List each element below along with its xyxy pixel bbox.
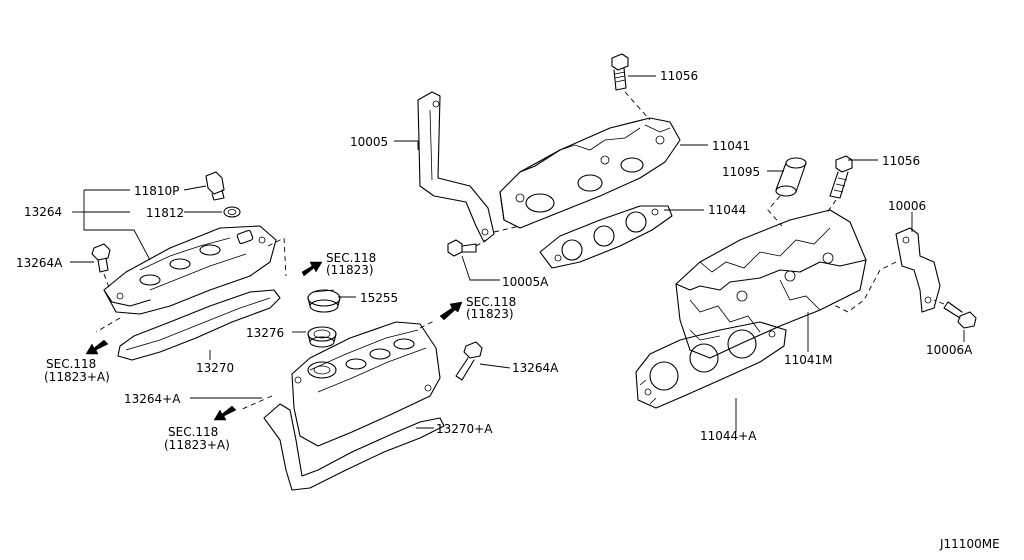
- label-11041: 11041: [712, 139, 750, 153]
- rocker-cover-13264: [103, 225, 277, 315]
- cap-11095: [775, 157, 807, 197]
- label-13276: 13276: [246, 326, 284, 340]
- bolt-13264a-left: [91, 243, 111, 273]
- bolt-11056-top: [611, 53, 629, 91]
- arrow-mid-sec: [439, 301, 463, 321]
- bracket-10005: [417, 91, 495, 243]
- grommet-11812: [223, 206, 241, 218]
- leader-lines: [70, 75, 965, 432]
- sec-ref-left: SEC.118: [46, 357, 96, 371]
- label-13264: 13264: [24, 205, 62, 219]
- oil-filler-cap-15255: [307, 289, 341, 313]
- label-13264a-right: 13264A: [512, 361, 559, 375]
- label-11056-right: 11056: [882, 154, 920, 168]
- sec-code-mid: (11823): [466, 307, 514, 321]
- gasket-13270: [117, 289, 281, 361]
- label-11044: 11044: [708, 203, 746, 217]
- rocker-cover-13264a: [291, 321, 441, 447]
- label-11041m: 11041M: [784, 353, 833, 367]
- label-11056-top: 11056: [660, 69, 698, 83]
- label-11812: 11812: [146, 206, 184, 220]
- bolt-10005a: [447, 239, 477, 257]
- bracket-10006: [895, 227, 941, 313]
- sec-ref-mid: SEC.118: [466, 295, 516, 309]
- sec-ref-bottom: SEC.118: [168, 425, 218, 439]
- gasket-11044: [539, 205, 673, 269]
- cylinder-head-11041m: [675, 209, 867, 359]
- arrow-bottom-sec: [213, 405, 237, 421]
- arrow-left-sec: [85, 339, 109, 355]
- label-11044a: 11044+A: [700, 429, 757, 443]
- seal-13276: [307, 326, 337, 348]
- label-13264pa: 13264+A: [124, 392, 181, 406]
- label-15255: 15255: [360, 291, 398, 305]
- label-11810p: 11810P: [134, 184, 179, 198]
- label-10006: 10006: [888, 199, 926, 213]
- label-10005: 10005: [350, 135, 388, 149]
- gasket-11044a: [635, 321, 787, 409]
- sec-code-left: (11823+A): [44, 370, 110, 384]
- label-10006a: 10006A: [926, 343, 973, 357]
- sec-ref-upper: SEC.118: [326, 251, 376, 265]
- label-10005a: 10005A: [502, 275, 549, 289]
- pcv-valve-11810p: [205, 171, 225, 201]
- cylinder-head-11041: [499, 117, 681, 229]
- diagram-id: J11100ME: [939, 537, 1000, 551]
- label-11095: 11095: [722, 165, 760, 179]
- gasket-13270a: [263, 403, 445, 491]
- sec-code-bottom: (11823+A): [164, 438, 230, 452]
- label-13270pa: 13270+A: [436, 422, 493, 436]
- arrow-upper-sec: [301, 261, 323, 277]
- bolt-10006a: [943, 301, 977, 329]
- label-13264a-left: 13264A: [16, 256, 63, 270]
- label-13270: 13270: [196, 361, 234, 375]
- bolt-13264a-right: [455, 341, 483, 381]
- bolt-11056-right: [829, 155, 853, 199]
- sec-code-upper: (11823): [326, 263, 374, 277]
